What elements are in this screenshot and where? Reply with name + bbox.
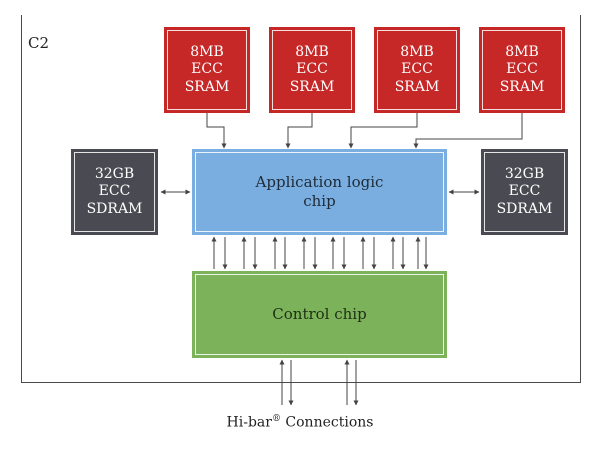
- sram-block-4-label: 8MB ECC SRAM: [499, 43, 545, 95]
- application-logic-chip: Application logic chip: [192, 149, 447, 235]
- sdram-block-left: 32GB ECC SDRAM: [71, 149, 158, 235]
- caption-suffix: Connections: [280, 414, 374, 431]
- sram-block-2-label: 8MB ECC SRAM: [289, 43, 335, 95]
- sram-4-wire: [413, 113, 523, 149]
- sram-block-4: 8MB ECC SRAM: [479, 27, 565, 113]
- sdram-block-right: 32GB ECC SDRAM: [481, 149, 568, 235]
- sram-block-1-label: 8MB ECC SRAM: [184, 43, 230, 95]
- application-logic-chip-label: Application logic chip: [255, 173, 384, 210]
- c2-frame: [21, 15, 581, 383]
- caption-text: Hi-bar: [226, 414, 272, 431]
- sram-2-wire: [285, 113, 313, 149]
- frame-label: C2: [28, 34, 50, 52]
- control-chip-label: Control chip: [272, 305, 367, 324]
- hibar-connections-caption: Hi-bar® Connections: [0, 414, 600, 431]
- sram-3-wire: [348, 113, 418, 149]
- sram-1-wire: [206, 113, 227, 149]
- sdram-block-left-label: 32GB ECC SDRAM: [86, 165, 143, 217]
- registered-mark: ®: [271, 414, 281, 424]
- sram-block-1: 8MB ECC SRAM: [164, 27, 250, 113]
- sram-block-2: 8MB ECC SRAM: [269, 27, 355, 113]
- sdram-block-right-label: 32GB ECC SDRAM: [496, 165, 553, 217]
- sram-block-3-label: 8MB ECC SRAM: [394, 43, 440, 95]
- control-chip: Control chip: [192, 271, 447, 358]
